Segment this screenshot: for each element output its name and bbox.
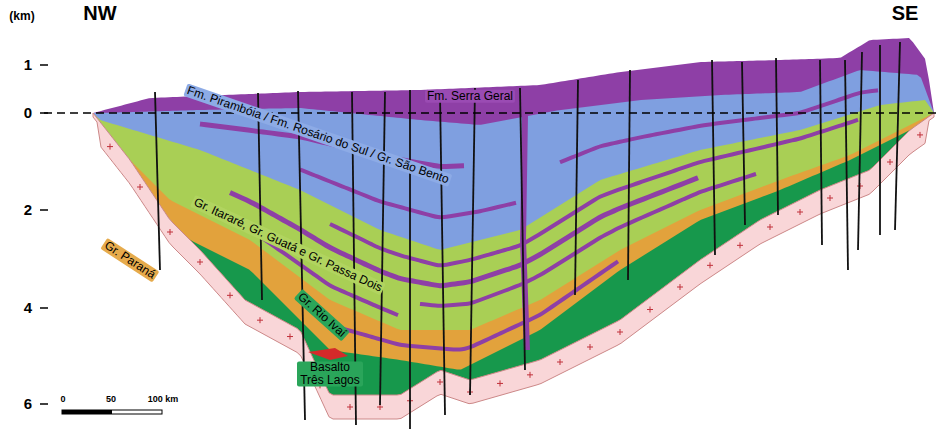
fault-line [820,60,822,245]
basement-mark [557,359,563,365]
basement-mark [707,262,713,268]
basement-mark [497,380,503,386]
basement-mark [587,344,593,350]
basement-mark [827,195,833,201]
basement-mark [677,284,683,290]
basement-mark [437,379,443,385]
fault-line [845,60,848,270]
basement-mark [257,317,263,323]
basement-mark [137,184,143,190]
datum-line [44,112,936,114]
fault-line [776,58,778,215]
fault-line [712,60,715,255]
basement-mark [167,229,173,235]
axis-tick [40,403,48,405]
axis-tick [40,307,48,309]
rock-layer [93,70,934,395]
unit-label: Gr. Paraná [101,238,160,282]
sill [420,174,756,306]
scale-bar [62,410,162,414]
direction-label: SE [890,3,921,24]
basement-mark [917,132,923,138]
axis-tick [40,64,48,66]
basement-mark [647,307,653,313]
fault-line [858,52,862,250]
depth-number: 6 [22,396,34,412]
unit-label: Fm. Serra Geral [425,90,515,103]
fault-line [895,42,900,230]
depth-number: 2 [22,202,34,218]
rock-layer [93,113,934,395]
basement-mark [527,372,533,378]
fault-line [742,62,745,225]
basement-mark [287,334,293,340]
fault-line [258,93,262,300]
basalt-body [308,348,348,360]
axis-tick [40,112,48,114]
basement-mark [227,292,233,298]
depth-number: 4 [22,300,34,316]
basement-mark [887,159,893,165]
basement-mark [797,209,803,215]
scale-number: 50 [104,395,118,404]
unit-label: Basalto Três Lagos [297,361,363,386]
fault-line [470,88,475,395]
fault-line [380,92,385,405]
fault-line [879,45,881,235]
rock-layer [93,113,934,395]
sill [300,170,516,218]
scale-number: 0 [58,395,67,404]
scale-number: 100 km [146,395,181,404]
basement-mark [737,242,743,248]
axis-tick [40,209,48,211]
depth-number: 1 [22,57,34,73]
fault-line [409,90,411,429]
basement-mark [767,224,773,230]
fault-line [628,70,630,280]
axis-unit: (km) [7,10,36,23]
rock-layer [93,100,934,395]
direction-label: NW [81,3,118,24]
basement [93,113,934,419]
fault-line [440,95,445,415]
sill [560,90,878,162]
basement-mark [197,259,203,265]
basement-mark [347,404,353,410]
scale-bar-segment [62,410,112,414]
fault-line [155,92,160,270]
fault-line [520,88,525,370]
basement-mark [107,144,113,150]
depth-number: 0 [22,105,34,121]
basement-mark [617,329,623,335]
